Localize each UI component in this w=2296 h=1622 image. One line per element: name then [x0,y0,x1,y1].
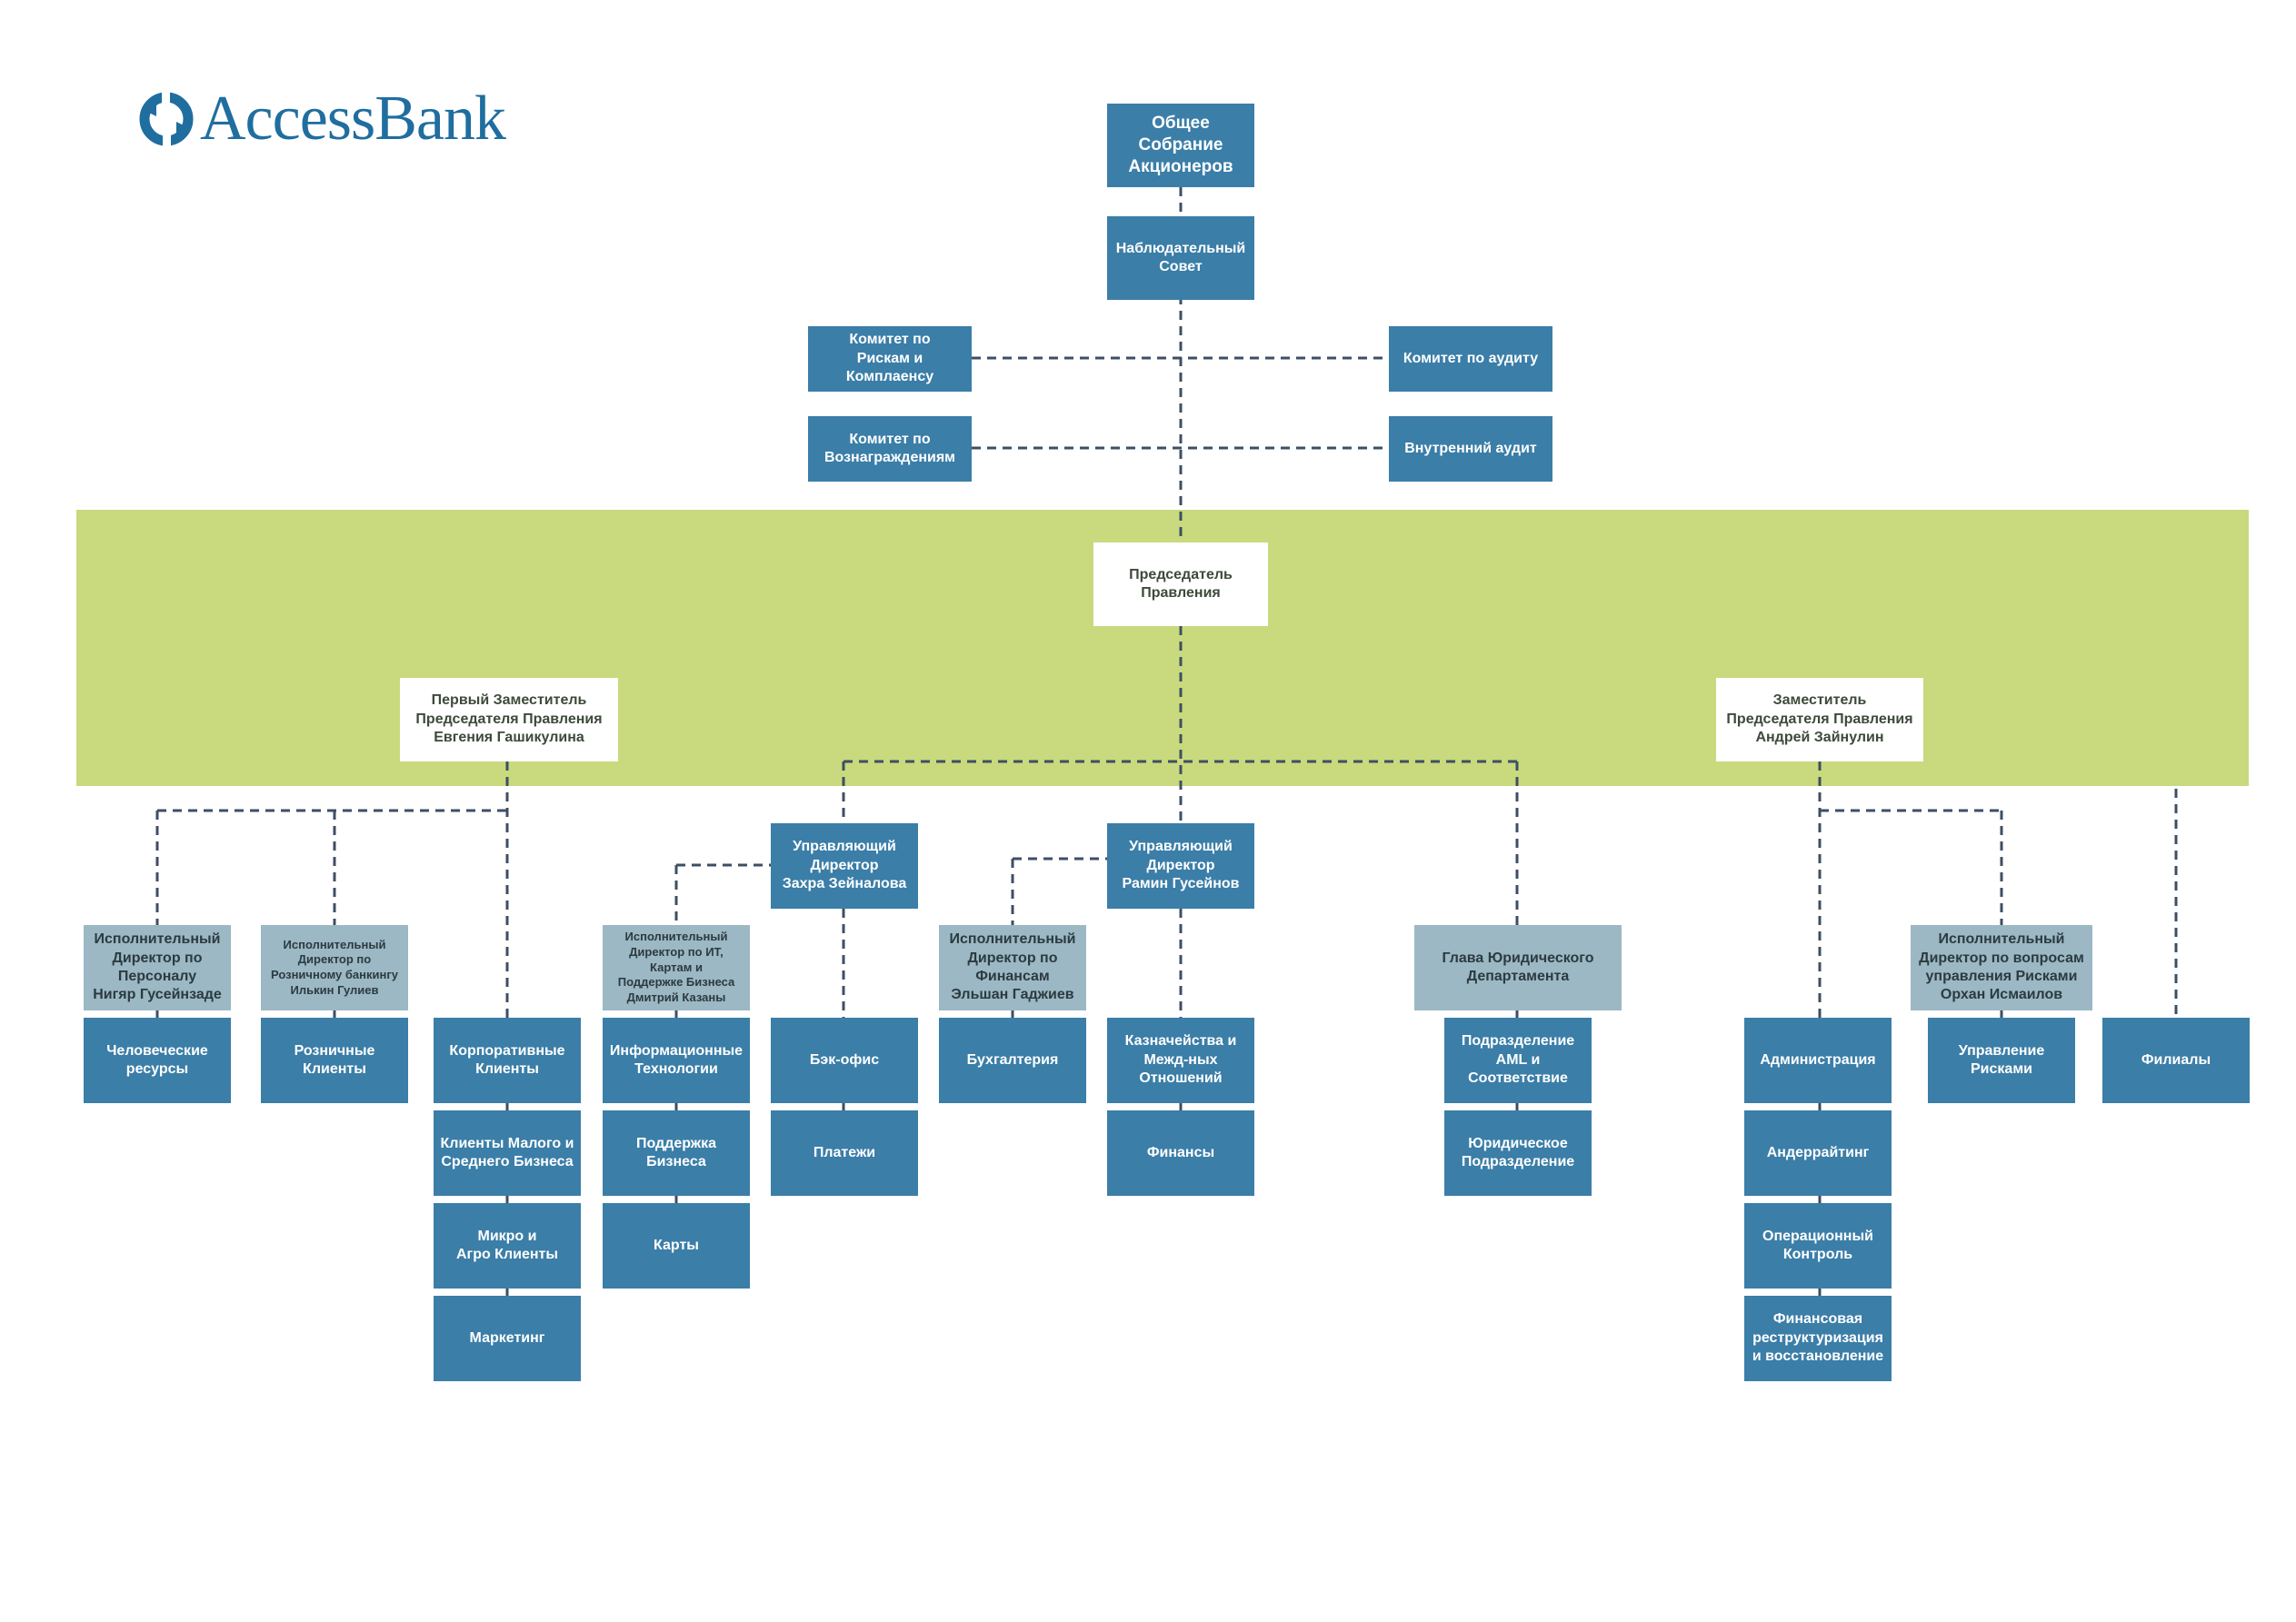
retail-clients-box: Розничные Клиенты [261,1018,408,1103]
back-office-box: Бэк-офис [771,1018,918,1103]
accessbank-logo-icon [139,91,194,147]
deputy-chairman-box: Заместитель Председателя Правления Андре… [1716,678,1923,761]
internal-audit-box: Внутренний аудит [1389,416,1552,482]
treasury-box: Казначейства и Межд-ных Отношений [1107,1018,1254,1103]
aml-compliance-box: Подразделение AML и Соответствие [1444,1018,1592,1103]
executive-director-personnel-box: Исполнительный Директор по Персоналу Ниг… [84,925,231,1010]
sme-clients-box: Клиенты Малого и Среднего Бизнеса [434,1110,581,1196]
business-support-box: Поддержка Бизнеса [603,1110,750,1196]
corporate-clients-box: Корпоративные Клиенты [434,1018,581,1103]
cards-box: Карты [603,1203,750,1289]
remuneration-committee-box: Комитет по Вознаграждениям [808,416,972,482]
first-deputy-chairman-box: Первый Заместитель Председателя Правлени… [400,678,618,761]
executive-director-it-box: Исполнительный Директор по ИТ, Картам и … [603,925,750,1010]
shareholders-meeting-box: Общее Собрание Акционеров [1107,104,1254,187]
micro-agro-clients-box: Микро и Агро Клиенты [434,1203,581,1289]
executive-director-finance-box: Исполнительный Директор по Финансам Эльш… [939,925,1086,1010]
accessbank-logo: AccessBank [138,84,506,154]
risk-compliance-committee-box: Комитет по Рискам и Комплаенсу [808,326,972,392]
operational-control-box: Операционный Контроль [1744,1203,1892,1289]
administration-box: Администрация [1744,1018,1892,1103]
chairman-box: Председатель Правления [1093,542,1268,626]
risk-management-box: Управление Рисками [1928,1018,2075,1103]
underwriting-box: Андеррайтинг [1744,1110,1892,1196]
information-technologies-box: Информационные Технологии [603,1018,750,1103]
executive-director-risk-box: Исполнительный Директор по вопросам упра… [1911,925,2092,1010]
executive-director-retail-box: Исполнительный Директор по Розничному ба… [261,925,408,1010]
legal-unit-box: Юридическое Подразделение [1444,1110,1592,1196]
managing-director-ramin-box: Управляющий Директор Рамин Гусейнов [1107,823,1254,909]
head-legal-department-box: Глава Юридического Департамента [1414,925,1622,1010]
logo-text: AccessBank [200,84,506,154]
payments-box: Платежи [771,1110,918,1196]
accounting-box: Бухгалтерия [939,1018,1086,1103]
supervisory-board-box: Наблюдательный Совет [1107,216,1254,300]
human-resources-box: Человеческие ресурсы [84,1018,231,1103]
audit-committee-box: Комитет по аудиту [1389,326,1552,392]
branches-box: Филиалы [2102,1018,2250,1103]
finance-box: Финансы [1107,1110,1254,1196]
financial-restructuring-box: Финансовая реструктуризация и восстановл… [1744,1296,1892,1381]
marketing-box: Маркетинг [434,1296,581,1381]
managing-director-zahra-box: Управляющий Директор Захра Зейналова [771,823,918,909]
